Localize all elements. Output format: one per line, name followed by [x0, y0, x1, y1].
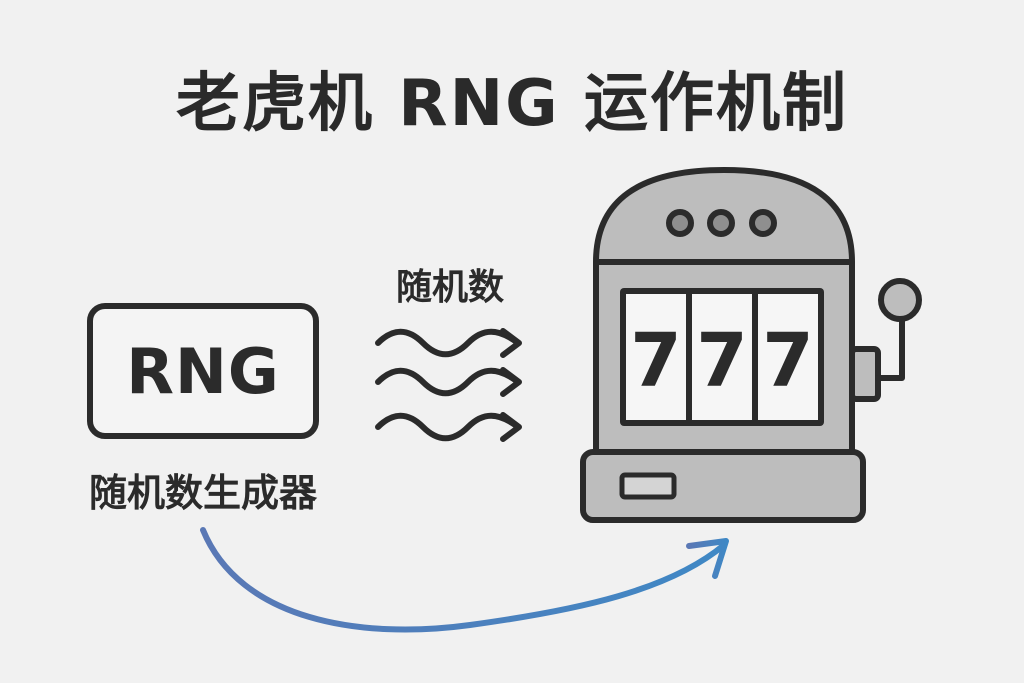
- reel-symbol: 7: [762, 318, 814, 404]
- machine-base: [580, 449, 866, 523]
- reel: [758, 294, 818, 420]
- rng-caption: 随机数生成器: [88, 471, 317, 515]
- indicator-light: [666, 209, 694, 237]
- reel: [626, 294, 686, 420]
- indicator-lights: [666, 209, 777, 237]
- rng-box: RNG: [87, 303, 319, 439]
- wave-arrow-icon: [375, 328, 522, 358]
- wave-arrow-icon: [375, 367, 522, 397]
- random-number-caption: 随机数: [395, 267, 504, 308]
- rng-box-label: RNG: [126, 334, 280, 408]
- wave-arrow-icon: [375, 412, 522, 442]
- slot-machine-icon: 7 7 7: [580, 167, 922, 523]
- lever-icon: [849, 278, 922, 402]
- indicator-light: [707, 209, 735, 237]
- coin-slot: [619, 472, 677, 500]
- wave-arrows: [375, 328, 522, 442]
- reel-symbol: 7: [630, 318, 682, 404]
- reel-symbol: 7: [696, 318, 748, 404]
- reel: [692, 294, 752, 420]
- indicator-light: [749, 209, 777, 237]
- page-title: 老虎机 RNG 运作机制: [176, 67, 848, 141]
- curved-arrow-icon: [200, 527, 729, 633]
